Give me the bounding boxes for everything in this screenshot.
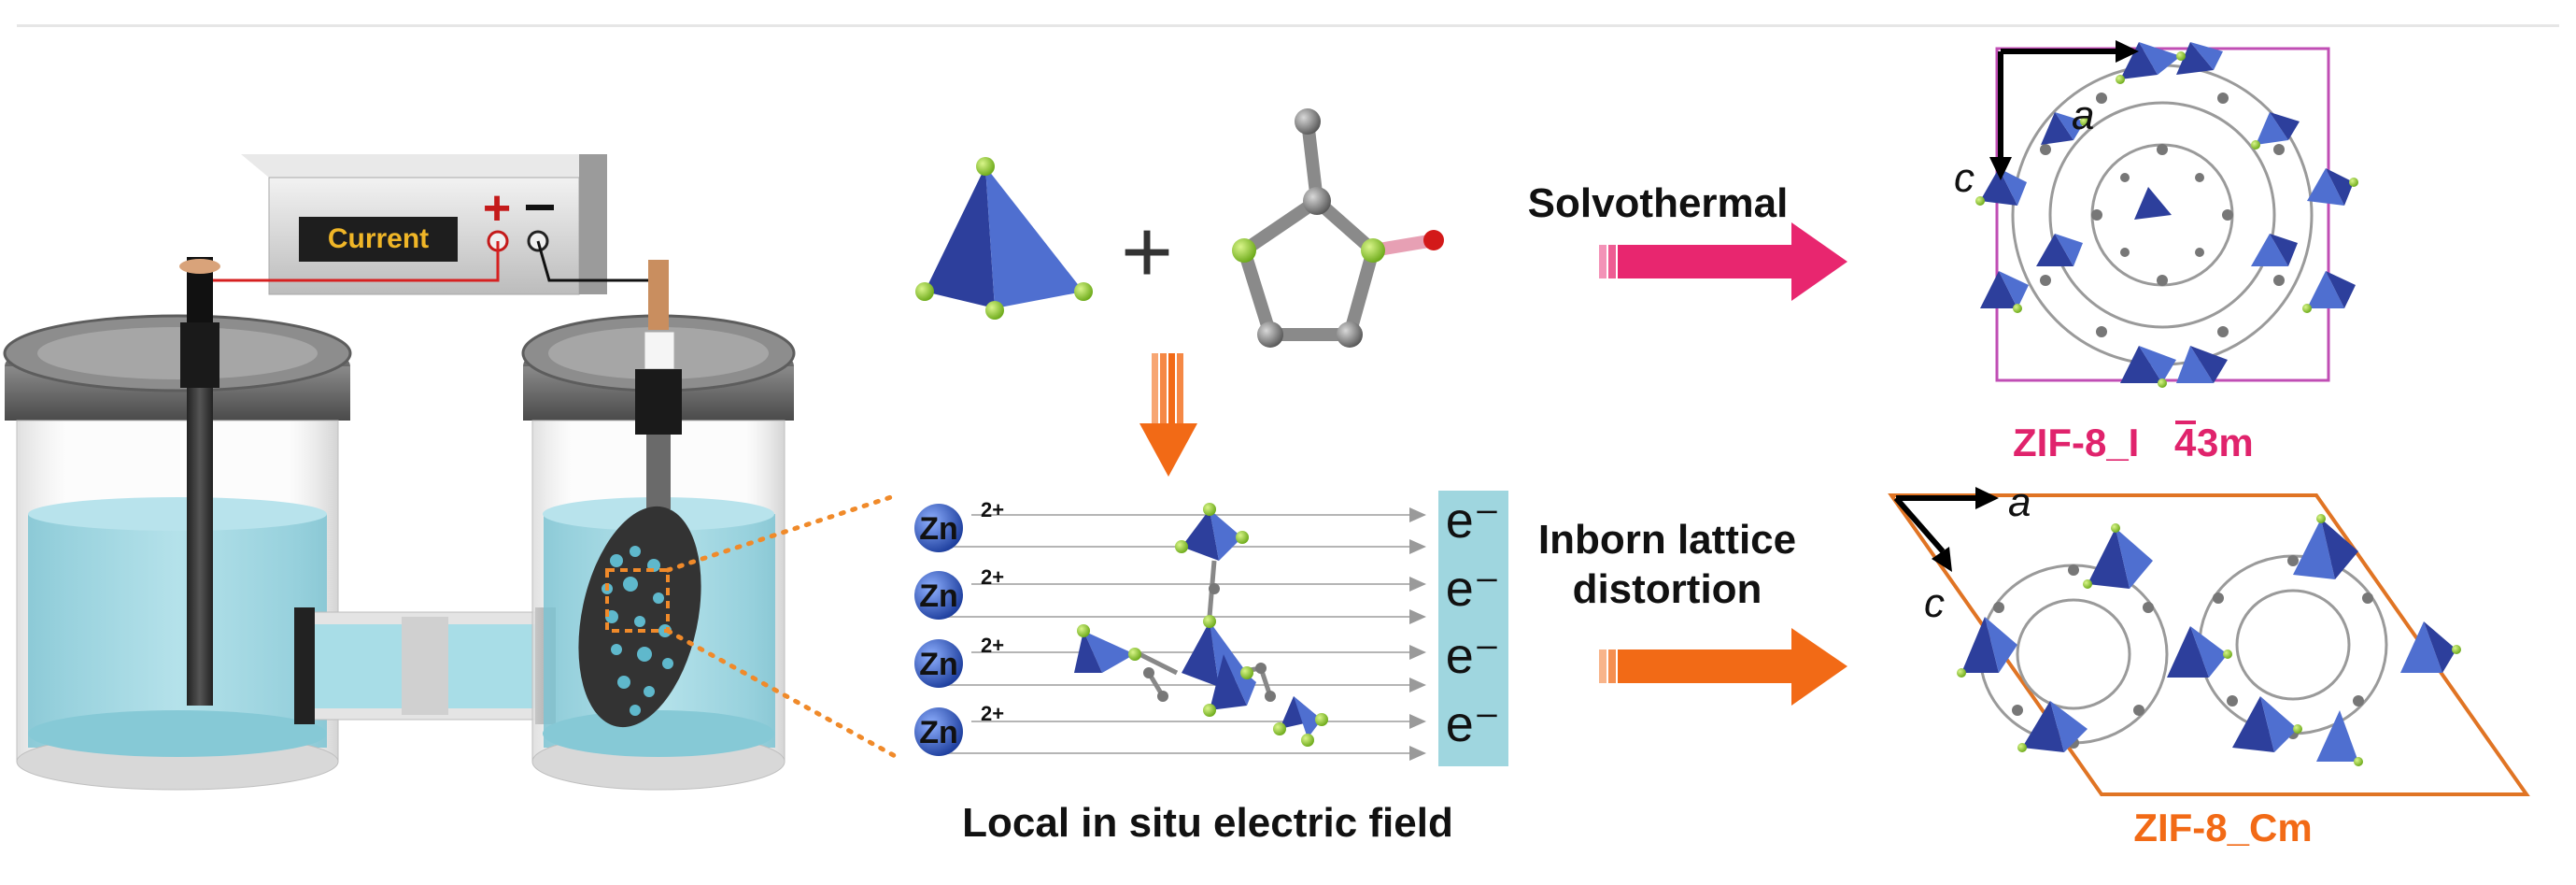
right-electrode	[578, 260, 701, 728]
minus-terminal-sign	[526, 205, 554, 210]
black-wire	[536, 240, 654, 282]
svg-text:Zn: Zn	[919, 511, 958, 547]
zif8-monoclinic-structure: a c ZIF-8_Cm	[1888, 479, 2530, 849]
axis-a-monoclinic: a	[2008, 479, 2031, 525]
reactants: +	[915, 108, 1444, 477]
svg-text:4: 4	[2174, 421, 2197, 464]
electrochemical-cell: Current +	[3, 154, 899, 791]
svg-text:ZIF-8_I: ZIF-8_I	[2013, 421, 2139, 464]
svg-text:Zn: Zn	[919, 715, 958, 750]
mof-particles	[602, 546, 673, 716]
electron-3: e⁻	[1446, 628, 1501, 684]
current-display	[299, 217, 458, 262]
svg-text:Zn: Zn	[919, 578, 958, 614]
svg-text:2+: 2+	[981, 565, 1004, 589]
carbon-atoms-cubic	[2040, 93, 2285, 337]
zif8-monoclinic-caption: ZIF-8_Cm	[2133, 806, 2312, 849]
svg-text:3m: 3m	[2197, 421, 2254, 464]
plus-sign: +	[1121, 202, 1173, 302]
zn-ion-3: Zn 2+	[914, 634, 1004, 688]
distortion-label-line1: Inborn lattice	[1538, 517, 1796, 563]
zoom-line-bottom	[665, 628, 899, 760]
electric-field-panel: Zn 2+ Zn 2+ Zn 2+ Zn 2+ e⁻ e⁻ e⁻ e⁻	[914, 491, 1508, 846]
solvothermal-route: Solvothermal	[1528, 180, 1847, 301]
field-caption: Local in situ electric field	[962, 800, 1453, 846]
zn-ion-4: Zn 2+	[914, 702, 1004, 756]
distortion-route: Inborn lattice distortion	[1538, 517, 1847, 706]
solvothermal-label: Solvothermal	[1528, 180, 1789, 226]
zn-ion-1: Zn 2+	[914, 498, 1004, 552]
left-electrode	[179, 257, 220, 706]
electron-4: e⁻	[1446, 696, 1501, 752]
zif8-cubic-structure: a c ZIF-8_I 4 3m	[1954, 40, 2358, 464]
zoom-box	[605, 568, 670, 633]
electron-2: e⁻	[1446, 561, 1501, 617]
zoom-line-top	[665, 492, 899, 573]
svg-text:2+: 2+	[981, 702, 1004, 725]
plus-terminal-sign: +	[483, 181, 511, 236]
solvothermal-arrow	[1599, 222, 1847, 301]
zn-tetrahedron	[915, 157, 1093, 320]
zn-ion-2: Zn 2+	[914, 565, 1004, 620]
axes-cubic	[1989, 40, 2139, 180]
imidazole-molecule	[1232, 108, 1444, 348]
current-display-label: Current	[328, 223, 429, 254]
left-cell-jar	[3, 314, 352, 791]
distortion-arrow	[1599, 628, 1847, 706]
axis-c-monoclinic: c	[1924, 580, 1945, 626]
power-supply: Current +	[241, 154, 607, 295]
axis-a-cubic: a	[2072, 93, 2094, 138]
svg-text:Zn: Zn	[919, 647, 958, 682]
tetrahedra-cubic	[1980, 42, 2356, 383]
axis-c-cubic: c	[1954, 155, 1974, 201]
tetrahedra-monoclinic	[1961, 519, 2456, 762]
unit-cell-box-monoclinic	[1888, 493, 2530, 796]
top-border	[17, 24, 2559, 27]
svg-text:2+: 2+	[981, 498, 1004, 521]
electro-synthesis-arrow	[1139, 353, 1197, 477]
red-wire	[201, 241, 500, 282]
axes-monoclinic	[1893, 487, 1999, 572]
svg-text:2+: 2+	[981, 634, 1004, 657]
zif8-cubic-caption: ZIF-8_I 4 3m	[2013, 421, 2254, 464]
electron-bar	[1438, 491, 1508, 766]
zif-cluster	[1074, 503, 1328, 747]
salt-bridge	[294, 607, 556, 724]
electron-1: e⁻	[1446, 492, 1501, 549]
distortion-label-line2: distortion	[1573, 566, 1762, 612]
